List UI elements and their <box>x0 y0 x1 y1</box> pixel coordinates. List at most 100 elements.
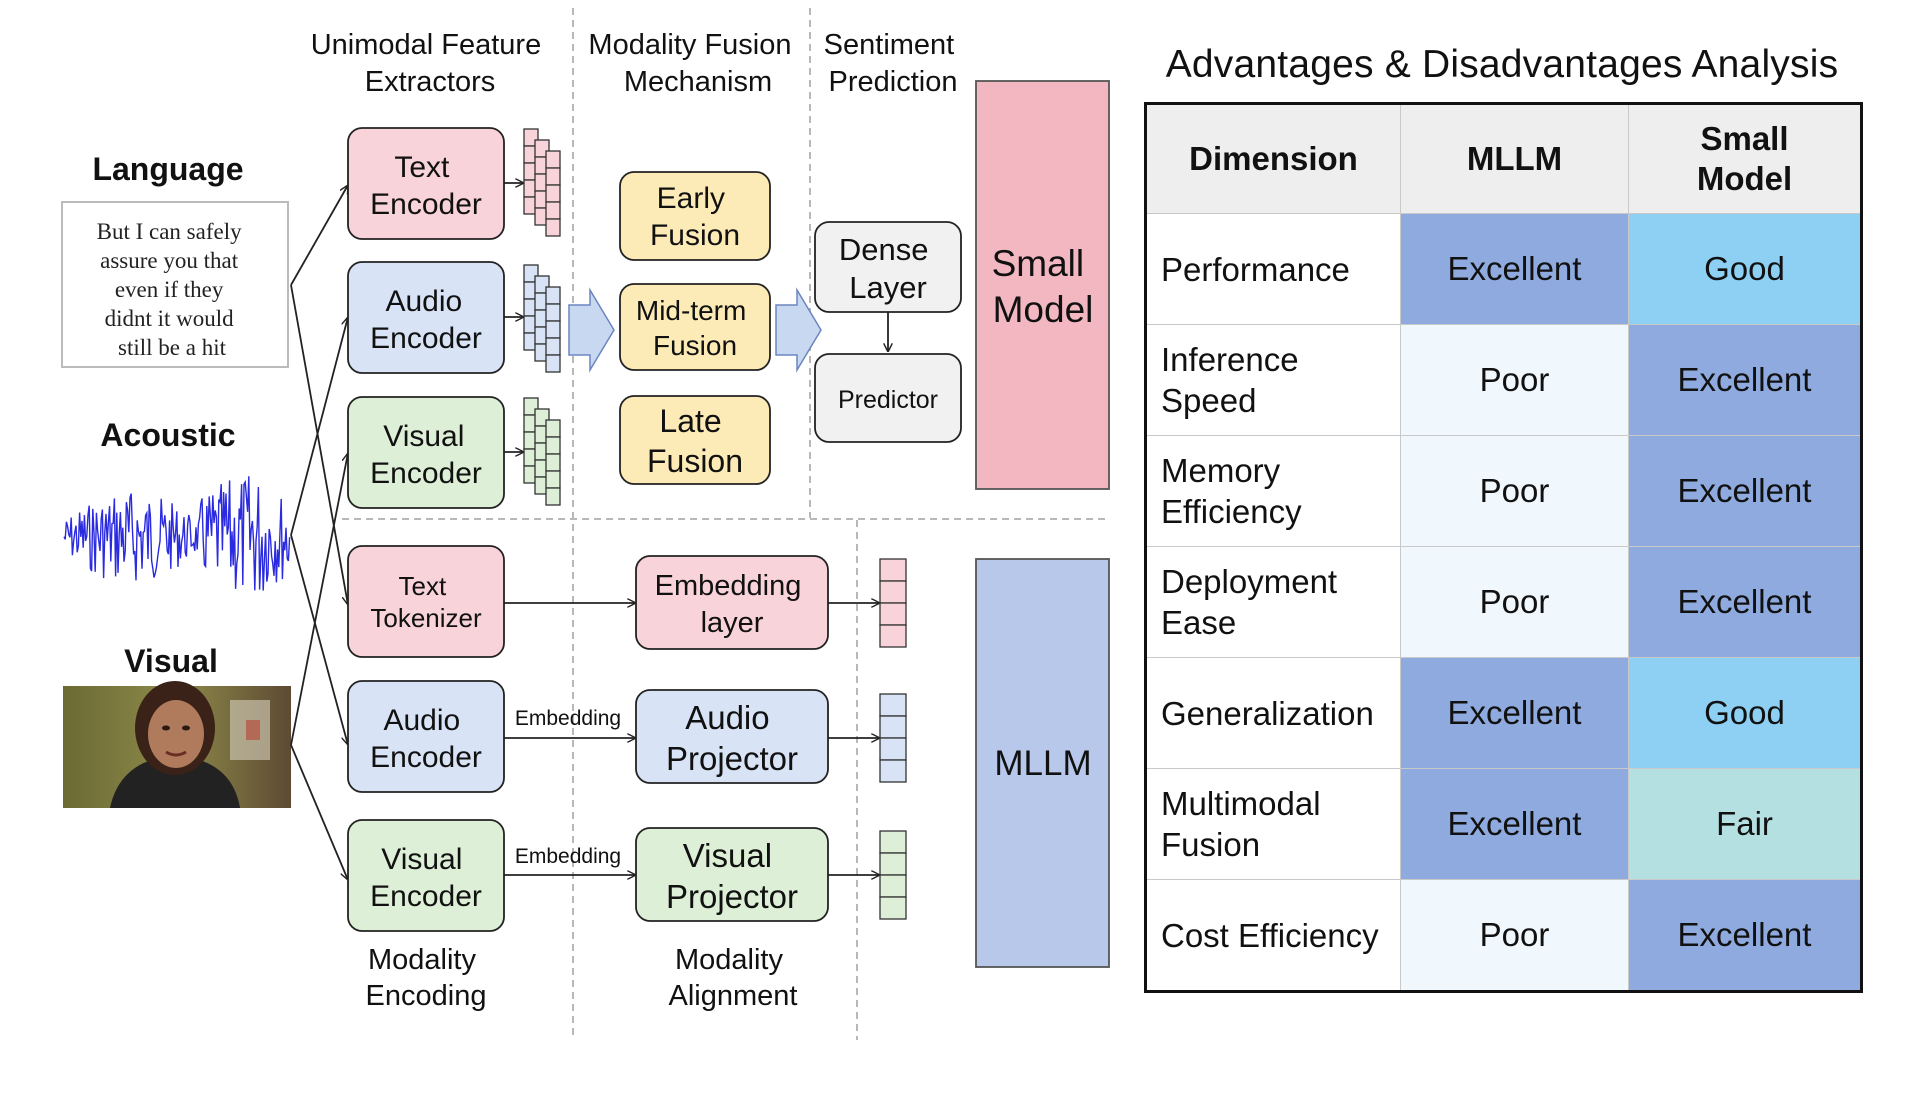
dimension-label: Cost Efficiency <box>1161 916 1379 954</box>
visual-projector-line1: Visual <box>683 837 772 874</box>
predictor-box: Predictor <box>814 353 962 443</box>
token-cell <box>879 737 907 761</box>
mllm-block: MLLM <box>975 558 1110 968</box>
audio-embedding-label: Embedding <box>515 707 621 730</box>
svg-text:Audio Projector: Audio Projector <box>666 699 798 777</box>
acoustic-label: Acoustic <box>100 417 235 453</box>
audio-projector-line2: Projector <box>666 740 798 777</box>
feature-cell <box>545 453 561 472</box>
mllm-rating-cell: Poor <box>1400 324 1629 436</box>
small-model-line2: Model <box>993 289 1094 330</box>
dimension-cell: Cost Efficiency <box>1145 879 1401 992</box>
svg-text:Visual Encoder: Visual Encoder <box>370 843 482 913</box>
video-frame-thumbnail <box>63 681 291 808</box>
feature-cell <box>545 184 561 203</box>
mid-term-fusion-line2: Fusion <box>653 330 737 361</box>
svg-text:Audio Encoder: Audio Encoder <box>370 285 482 355</box>
stage-modality-encoding: Modality Encoding <box>366 944 487 1012</box>
header-dimension: Dimension <box>1145 103 1401 214</box>
stage-modality-alignment: Modality Alignment <box>669 944 798 1012</box>
mid-term-fusion-line1: Mid-term <box>636 295 746 326</box>
small-model-rating-cell: Excellent <box>1628 879 1862 992</box>
transcript-line-2: assure you that <box>100 248 239 273</box>
svg-text:Small Model: Small Model <box>992 243 1095 330</box>
svg-text:Visual Encoder: Visual Encoder <box>370 420 482 490</box>
feature-cell <box>545 150 561 169</box>
svg-text:Text Encoder: Text Encoder <box>370 151 482 221</box>
sm-audio-encoder-line2: Encoder <box>370 322 482 355</box>
dimension-cell: Multimodal Fusion <box>1145 768 1401 880</box>
sm-visual-encoder-line2: Encoder <box>370 457 482 490</box>
small-model-rating-cell: Fair <box>1628 768 1862 880</box>
dimension-cell: Deployment Ease <box>1145 546 1401 658</box>
mllm-rating-cell: Excellent <box>1400 213 1629 325</box>
language-transcript: But I can safely assure you that even if… <box>97 219 248 360</box>
mllm-visual-encoder-line1: Visual <box>381 843 462 876</box>
mllm-text-tokenizer-line2: Tokenizer <box>370 603 482 633</box>
dimension-label: Deployment Ease <box>1161 563 1338 641</box>
text-feature-stack <box>523 128 561 237</box>
dense-layer-line2: Layer <box>849 270 927 305</box>
svg-text:Mid-term Fusion: Mid-term Fusion <box>636 295 754 361</box>
mllm-rating-cell: Poor <box>1400 879 1629 992</box>
token-cell <box>879 759 907 783</box>
small-model-rating-cell: Good <box>1628 213 1862 325</box>
svg-text:Late Fusion: Late Fusion <box>647 403 743 479</box>
header-fusion-line1: Modality Fusion <box>588 29 791 61</box>
mllm-text-tokenizer-line1: Text <box>399 571 447 601</box>
language-text-box <box>61 201 289 368</box>
dimension-cell: Inference Speed <box>1145 324 1401 436</box>
dimension-cell: Memory Efficiency <box>1145 435 1401 547</box>
sm-audio-encoder: Audio Encoder <box>347 261 505 374</box>
small-model-block: Small Model <box>975 80 1110 490</box>
token-cell <box>879 715 907 739</box>
feature-cell <box>545 470 561 489</box>
small-model-line1: Small <box>992 243 1085 284</box>
dimension-cell: Generalization <box>1145 657 1401 769</box>
feature-cell <box>545 337 561 356</box>
stage-encoding-line1: Modality <box>368 944 476 976</box>
early-fusion-box: Early Fusion <box>619 171 771 261</box>
header-sentiment-prediction: Sentiment Prediction <box>824 29 963 98</box>
stage-alignment-line2: Alignment <box>669 980 798 1012</box>
embedding-layer-line2: layer <box>701 607 764 639</box>
feature-cell <box>545 201 561 220</box>
sm-visual-encoder: Visual Encoder <box>347 396 505 509</box>
svg-text:Text Tokenizer: Text Tokenizer <box>370 571 482 633</box>
transcript-line-4: didnt it would <box>105 306 235 331</box>
mllm-audio-encoder-line1: Audio <box>383 704 460 737</box>
embedding-layer-box: Embedding layer <box>635 555 829 650</box>
feature-cell <box>545 419 561 438</box>
mllm-visual-encoder: Visual Encoder <box>347 819 505 932</box>
token-cell <box>879 830 907 854</box>
dimension-label: Multimodal Fusion <box>1161 785 1321 863</box>
visual-feature-stack <box>523 397 561 506</box>
mllm-rating-cell: Poor <box>1400 435 1629 547</box>
sm-visual-encoder-line1: Visual <box>383 420 464 453</box>
token-cell <box>879 558 907 582</box>
header-fusion-mechanism: Modality Fusion Mechanism <box>588 29 799 98</box>
token-cell <box>879 874 907 898</box>
svg-text:Audio Encoder: Audio Encoder <box>370 704 482 774</box>
dimension-label: Inference Speed <box>1161 341 1299 419</box>
svg-text:Visual Projector: Visual Projector <box>666 837 798 915</box>
early-fusion-line2: Fusion <box>650 219 740 252</box>
dense-layer-line1: Dense <box>839 232 929 267</box>
stage-alignment-line1: Modality <box>675 944 783 976</box>
advantages-panel: Advantages & Disadvantages Analysis Dime… <box>1144 36 1863 993</box>
fusion-output-arrow <box>775 287 822 373</box>
audio-projector-line1: Audio <box>685 699 769 736</box>
aligner-to-token-arrows <box>828 603 880 875</box>
small-model-rating-cell: Good <box>1628 657 1862 769</box>
feature-cell <box>545 436 561 455</box>
header-sentiment-line2: Prediction <box>829 66 958 98</box>
feature-cell <box>545 303 561 322</box>
dimension-label: Memory Efficiency <box>1161 452 1302 530</box>
